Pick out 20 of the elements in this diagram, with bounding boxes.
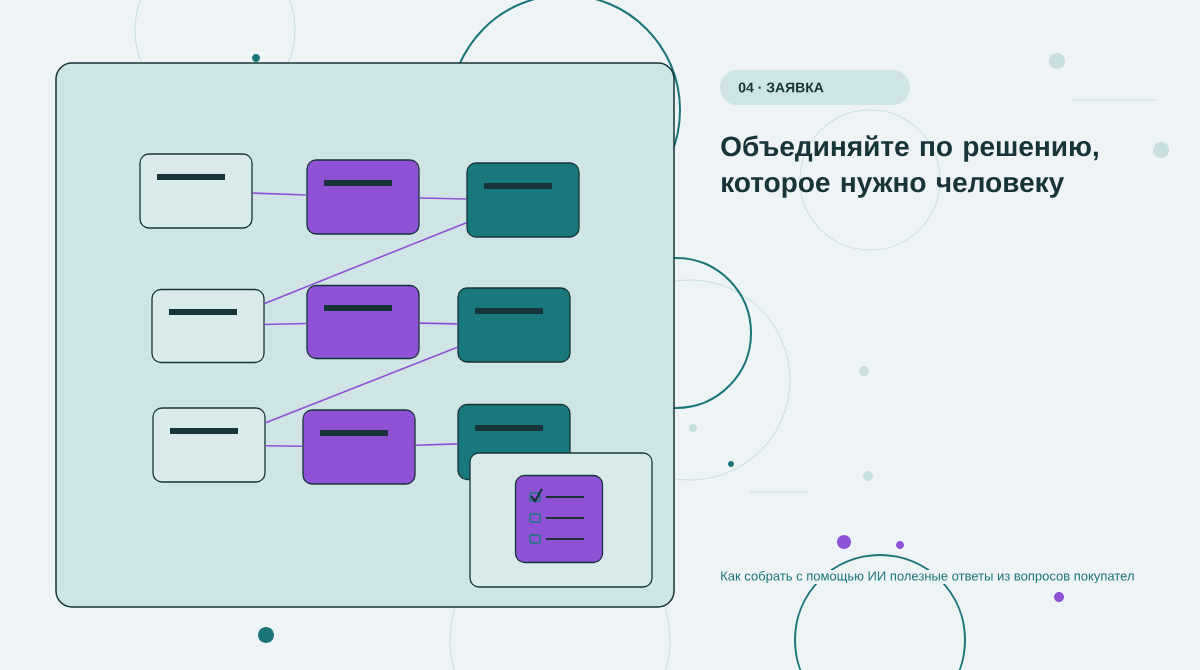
card-box [306, 284, 420, 360]
checklist-drawing [514, 474, 604, 564]
connector-line [418, 322, 459, 325]
category-pill: 04 · ЗАЯВКА [720, 70, 910, 105]
card-box [151, 288, 265, 364]
card-box [139, 153, 253, 229]
connector-line [414, 443, 459, 446]
connector-line [263, 221, 468, 305]
card-box [152, 407, 266, 483]
connector-line [264, 346, 459, 424]
heading: Объединяйте по решению, которое нужно человеку [721, 135, 1098, 198]
connector-line [418, 197, 468, 200]
connector-line [264, 444, 304, 448]
connector-line [263, 322, 308, 326]
card-box [302, 409, 416, 485]
card-box [457, 287, 571, 363]
connector-line [251, 192, 308, 196]
card-box [466, 162, 580, 238]
subtitle-text: Как собрать с помощью ИИ полезные ответы из вопросов покупател [721, 570, 1134, 584]
card-box [306, 159, 420, 235]
